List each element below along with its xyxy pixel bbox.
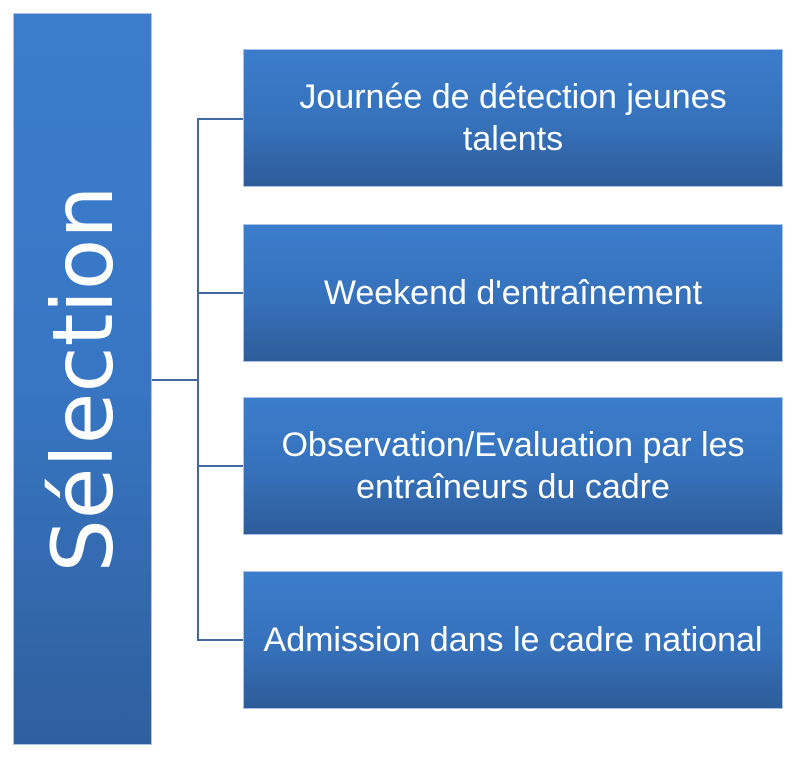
child-node-training-weekend: Weekend d'entraînement xyxy=(243,224,783,362)
root-node-label: Sélection xyxy=(33,185,132,573)
child-node-detection-day: Journée de détection jeunes talents xyxy=(243,49,783,187)
child-node-label: Observation/Evaluation par les entraîneu… xyxy=(281,426,745,506)
root-node-selection: Sélection xyxy=(13,13,152,745)
connector-branch-1 xyxy=(197,118,243,120)
connector-trunk-vertical xyxy=(197,118,199,641)
child-node-admission: Admission dans le cadre national xyxy=(243,571,783,709)
connector-trunk-horizontal xyxy=(152,379,198,381)
child-node-label: Weekend d'entraînement xyxy=(323,274,703,312)
connector-branch-3 xyxy=(197,465,243,467)
connector-branch-4 xyxy=(197,639,243,641)
child-node-label: Admission dans le cadre national xyxy=(263,621,763,659)
connector-branch-2 xyxy=(197,292,243,294)
child-node-observation: Observation/Evaluation par les entraîneu… xyxy=(243,397,783,535)
child-node-label: Journée de détection jeunes talents xyxy=(299,78,727,158)
